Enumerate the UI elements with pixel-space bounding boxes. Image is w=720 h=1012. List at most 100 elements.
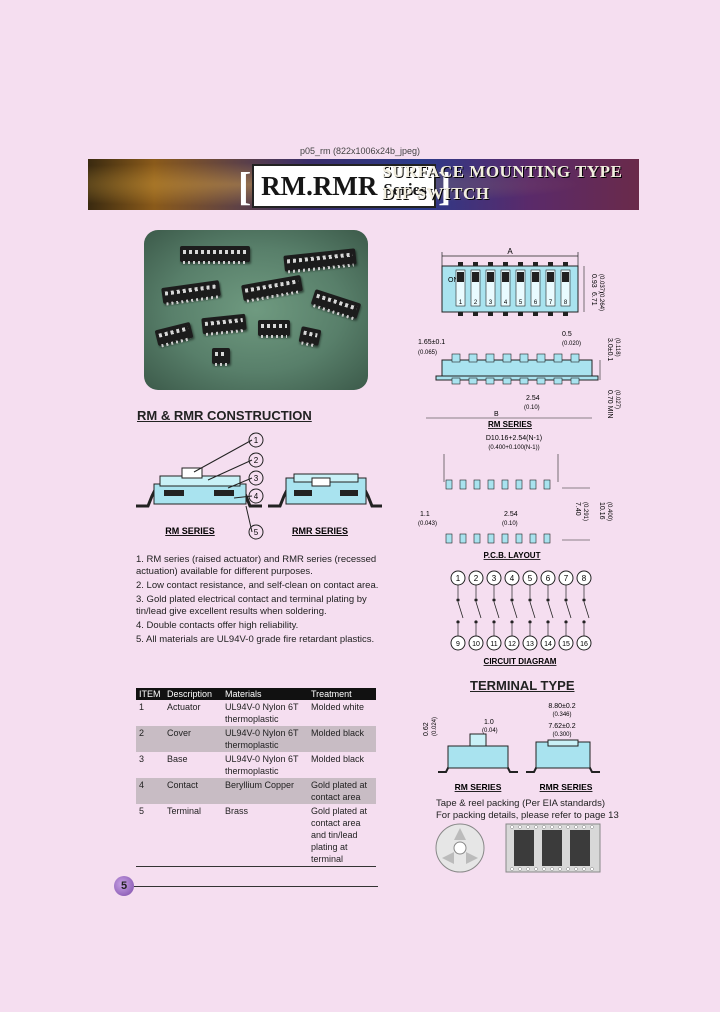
table-cell: Gold plated at contact area	[308, 778, 376, 804]
chip-photo-3	[161, 280, 221, 304]
circuit-switch-blade	[457, 601, 464, 619]
circuit-terminal-number: 12	[508, 641, 516, 648]
terminal-type-heading: TERMINAL TYPE	[470, 678, 575, 693]
dim-left-width: 1.65±0.1	[418, 339, 445, 346]
dim-height: 3.0±0.1	[606, 338, 613, 361]
pcb-pad-top	[501, 479, 509, 490]
banner-title-line1: SURFACE MOUNTING TYPE	[382, 162, 623, 181]
chip-photo-1	[180, 246, 250, 264]
packing-note: Tape & reel packing (Per EIA standards) …	[436, 798, 636, 822]
circuit-terminal-number: 13	[526, 641, 534, 648]
top-pin	[458, 312, 463, 316]
dim-right-top: 0.93	[590, 274, 597, 288]
table-row: 5 Terminal Brass Gold plated at contact …	[136, 804, 376, 867]
pcb-layout-drawing: D10.16+2.54(N-1) (0.400+0.100(N-1)) 1.1 …	[418, 435, 612, 560]
side-pin	[468, 353, 478, 363]
side-pin-bottom	[519, 377, 529, 385]
top-pin	[473, 262, 478, 266]
feature-item: 1. RM series (raised actuator) and RMR s…	[136, 554, 377, 577]
footer-rule	[134, 886, 378, 887]
table-cell: UL94V-0 Nylon 6T thermoplastic	[225, 702, 299, 724]
top-pin	[563, 262, 568, 266]
pcb-pad-top	[445, 479, 453, 490]
callout-5: 5	[254, 528, 259, 537]
top-pin	[458, 262, 463, 266]
pcb-right2: 10.16	[598, 502, 605, 520]
terminal-label-rm: RM SERIES	[455, 782, 502, 792]
on-label: ON	[448, 277, 459, 284]
switch-number: 1	[459, 300, 463, 306]
feature-item: 5. All materials are UL94V-0 grade fire …	[136, 634, 375, 645]
circuit-terminal-number: 16	[580, 641, 588, 648]
actuator-slot	[455, 269, 466, 307]
side-pin-bottom	[536, 377, 546, 385]
pcb-pad-top	[515, 479, 523, 490]
switch-number: 5	[519, 300, 523, 306]
circuit-terminal-number: 7	[564, 574, 569, 583]
circuit-label: CIRCUIT DIAGRAM	[484, 657, 557, 666]
side-pin-bottom	[502, 377, 512, 385]
table-cell: 2	[136, 726, 164, 752]
chip-photo-8	[258, 320, 290, 338]
carrier-tape-icon	[505, 823, 601, 873]
title-banner: [ RM.RMR Series ] SURFACE MOUNTING TYPE …	[88, 159, 639, 210]
series-title: RM.RMR	[261, 171, 378, 201]
table-cell: Brass	[222, 804, 308, 867]
pcb-pad-top	[529, 479, 537, 490]
pcb-left: 1.1	[420, 511, 430, 518]
switch-number: 2	[474, 300, 478, 306]
terminal-rm-drawing: 0.62 (0.024) 1.0 (0.04)	[423, 717, 518, 773]
actuator-slot	[530, 269, 541, 307]
pcb-pad-bottom	[501, 533, 509, 544]
circuit-terminal-bottom	[522, 635, 538, 651]
actuator-knob	[487, 272, 494, 282]
circuit-terminal-bottom	[576, 635, 592, 651]
terminal-rm-h-in: (0.024)	[432, 717, 438, 736]
feature-item: 4. Double contacts offer high reliabilit…	[136, 620, 299, 631]
table-cell: 4	[136, 778, 164, 804]
circuit-switch-blade	[511, 601, 518, 619]
switch-number: 7	[549, 300, 553, 306]
table-cell: Gold plated at contact area and tin/lead…	[308, 804, 376, 867]
construction-callouts: 1 2 3 4 5	[248, 432, 264, 540]
top-pin	[488, 312, 493, 316]
table-row: 3 Base UL94V-0 Nylon 6T thermoplastic Mo…	[136, 752, 376, 778]
circuit-switch-blade	[493, 601, 500, 619]
feature-item: 2. Low contact resistance, and self-clea…	[136, 580, 379, 591]
top-pin	[563, 312, 568, 316]
construction-label-rmr: RMR SERIES	[292, 526, 348, 536]
callout-2: 2	[254, 456, 259, 465]
table-cell: Molded black	[308, 726, 376, 752]
actuator-knob	[472, 272, 479, 282]
pcb-left-in: (0.043)	[418, 521, 437, 527]
table-header: ITEM	[136, 688, 164, 700]
banner-title-line2: DIP SWITCH	[382, 184, 490, 203]
side-pin	[570, 353, 580, 363]
bracket-right: ]	[438, 164, 452, 209]
switch-number: 8	[564, 300, 568, 306]
circuit-terminal-bottom	[450, 635, 466, 651]
pcb-pad-bottom	[529, 533, 537, 544]
dim-b-label: B	[494, 411, 499, 418]
pcb-pad-top	[543, 479, 551, 490]
table-cell: Beryllium Copper	[222, 778, 308, 804]
actuator-knob	[502, 272, 509, 282]
chip-photo-2	[283, 248, 357, 272]
dim-right-mid-in: (0.264)	[598, 292, 604, 311]
switch-number: 4	[504, 300, 508, 306]
table-row: 2 Cover UL94V-0 Nylon 6T thermoplastic M…	[136, 726, 376, 752]
circuit-terminal-bottom	[540, 635, 556, 651]
reel-icon	[435, 823, 485, 873]
series-title-box: RM.RMR Series	[252, 164, 436, 208]
chip-photo-9	[298, 326, 322, 346]
circuit-terminal-number: 6	[546, 574, 551, 583]
actuator-knob	[517, 272, 524, 282]
side-pin-bottom	[553, 377, 563, 385]
dim-min: 0.70 MIN	[606, 390, 613, 418]
table-header-row: ITEM Description Materials Treatment	[136, 688, 376, 700]
table-cell: Cover	[164, 726, 222, 752]
product-photo	[144, 230, 368, 390]
